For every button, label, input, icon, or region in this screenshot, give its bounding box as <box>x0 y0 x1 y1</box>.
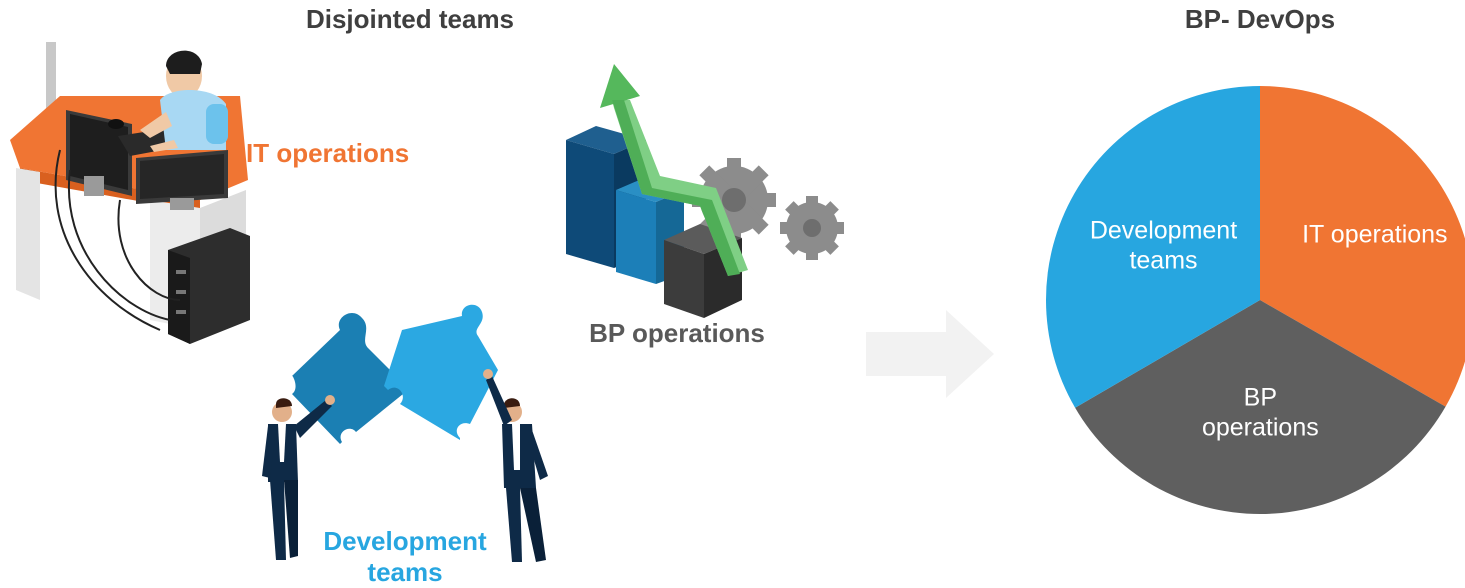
pie-slice-1 <box>1075 300 1446 514</box>
development-teams-label-line1: Development <box>323 526 487 556</box>
pie-slice-label-0: IT operations <box>1302 221 1447 249</box>
development-teams-label-line2: teams <box>367 557 443 587</box>
it-operations-label: IT operations <box>246 138 410 168</box>
left-title: Disjointed teams <box>305 4 515 34</box>
development-teams-label: Development teams <box>300 526 510 588</box>
bp-operations-label: BP operations <box>589 318 765 348</box>
pie-slice-0 <box>1260 86 1465 407</box>
gear-icon <box>780 196 844 260</box>
pie-slice-2 <box>1045 86 1260 408</box>
right-title: BP- DevOps <box>1184 4 1336 34</box>
